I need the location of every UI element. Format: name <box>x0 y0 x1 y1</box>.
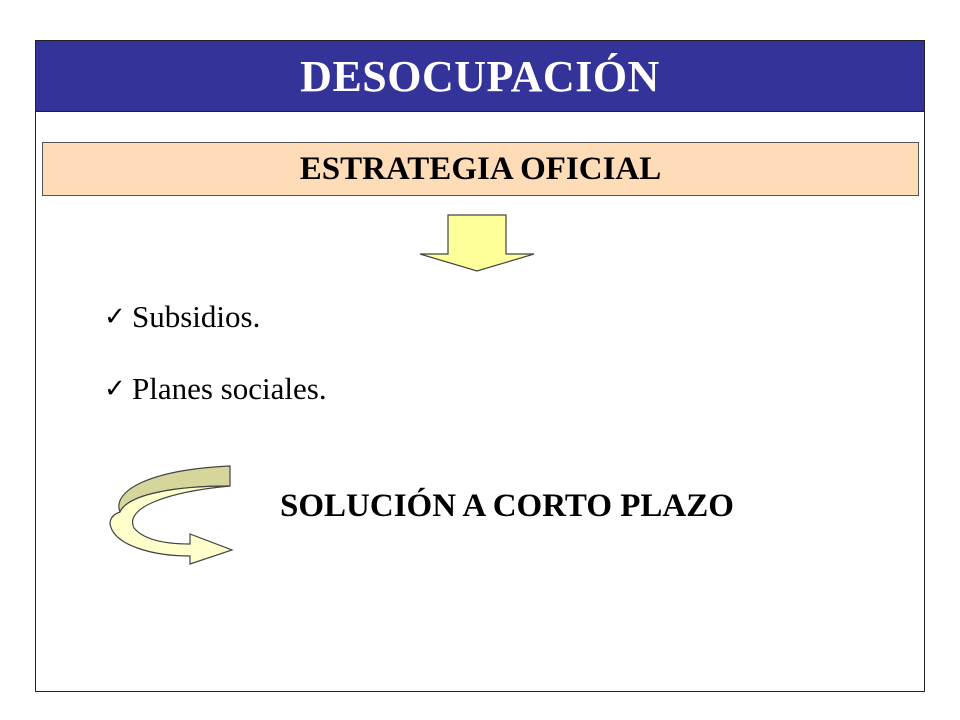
list-item: ✓ Planes sociales. <box>104 366 327 412</box>
u-turn-arrow-icon <box>109 465 234 565</box>
slide-subtitle: ESTRATEGIA OFICIAL <box>299 150 662 187</box>
subtitle-bar: ESTRATEGIA OFICIAL <box>42 142 919 196</box>
check-mark-icon: ✓ <box>104 374 126 404</box>
slide-title: DESOCUPACIÓN <box>300 51 660 101</box>
bullet-list: ✓ Subsidios. ✓ Planes sociales. <box>104 294 327 438</box>
check-mark-icon: ✓ <box>104 302 126 332</box>
title-bar: DESOCUPACIÓN <box>35 40 925 112</box>
list-item: ✓ Subsidios. <box>104 294 327 340</box>
bullet-text: Planes sociales. <box>132 371 327 406</box>
bullet-text: Subsidios. <box>132 299 261 334</box>
conclusion-text: SOLUCIÓN A CORTO PLAZO <box>280 488 734 524</box>
down-arrow-icon <box>419 214 535 272</box>
